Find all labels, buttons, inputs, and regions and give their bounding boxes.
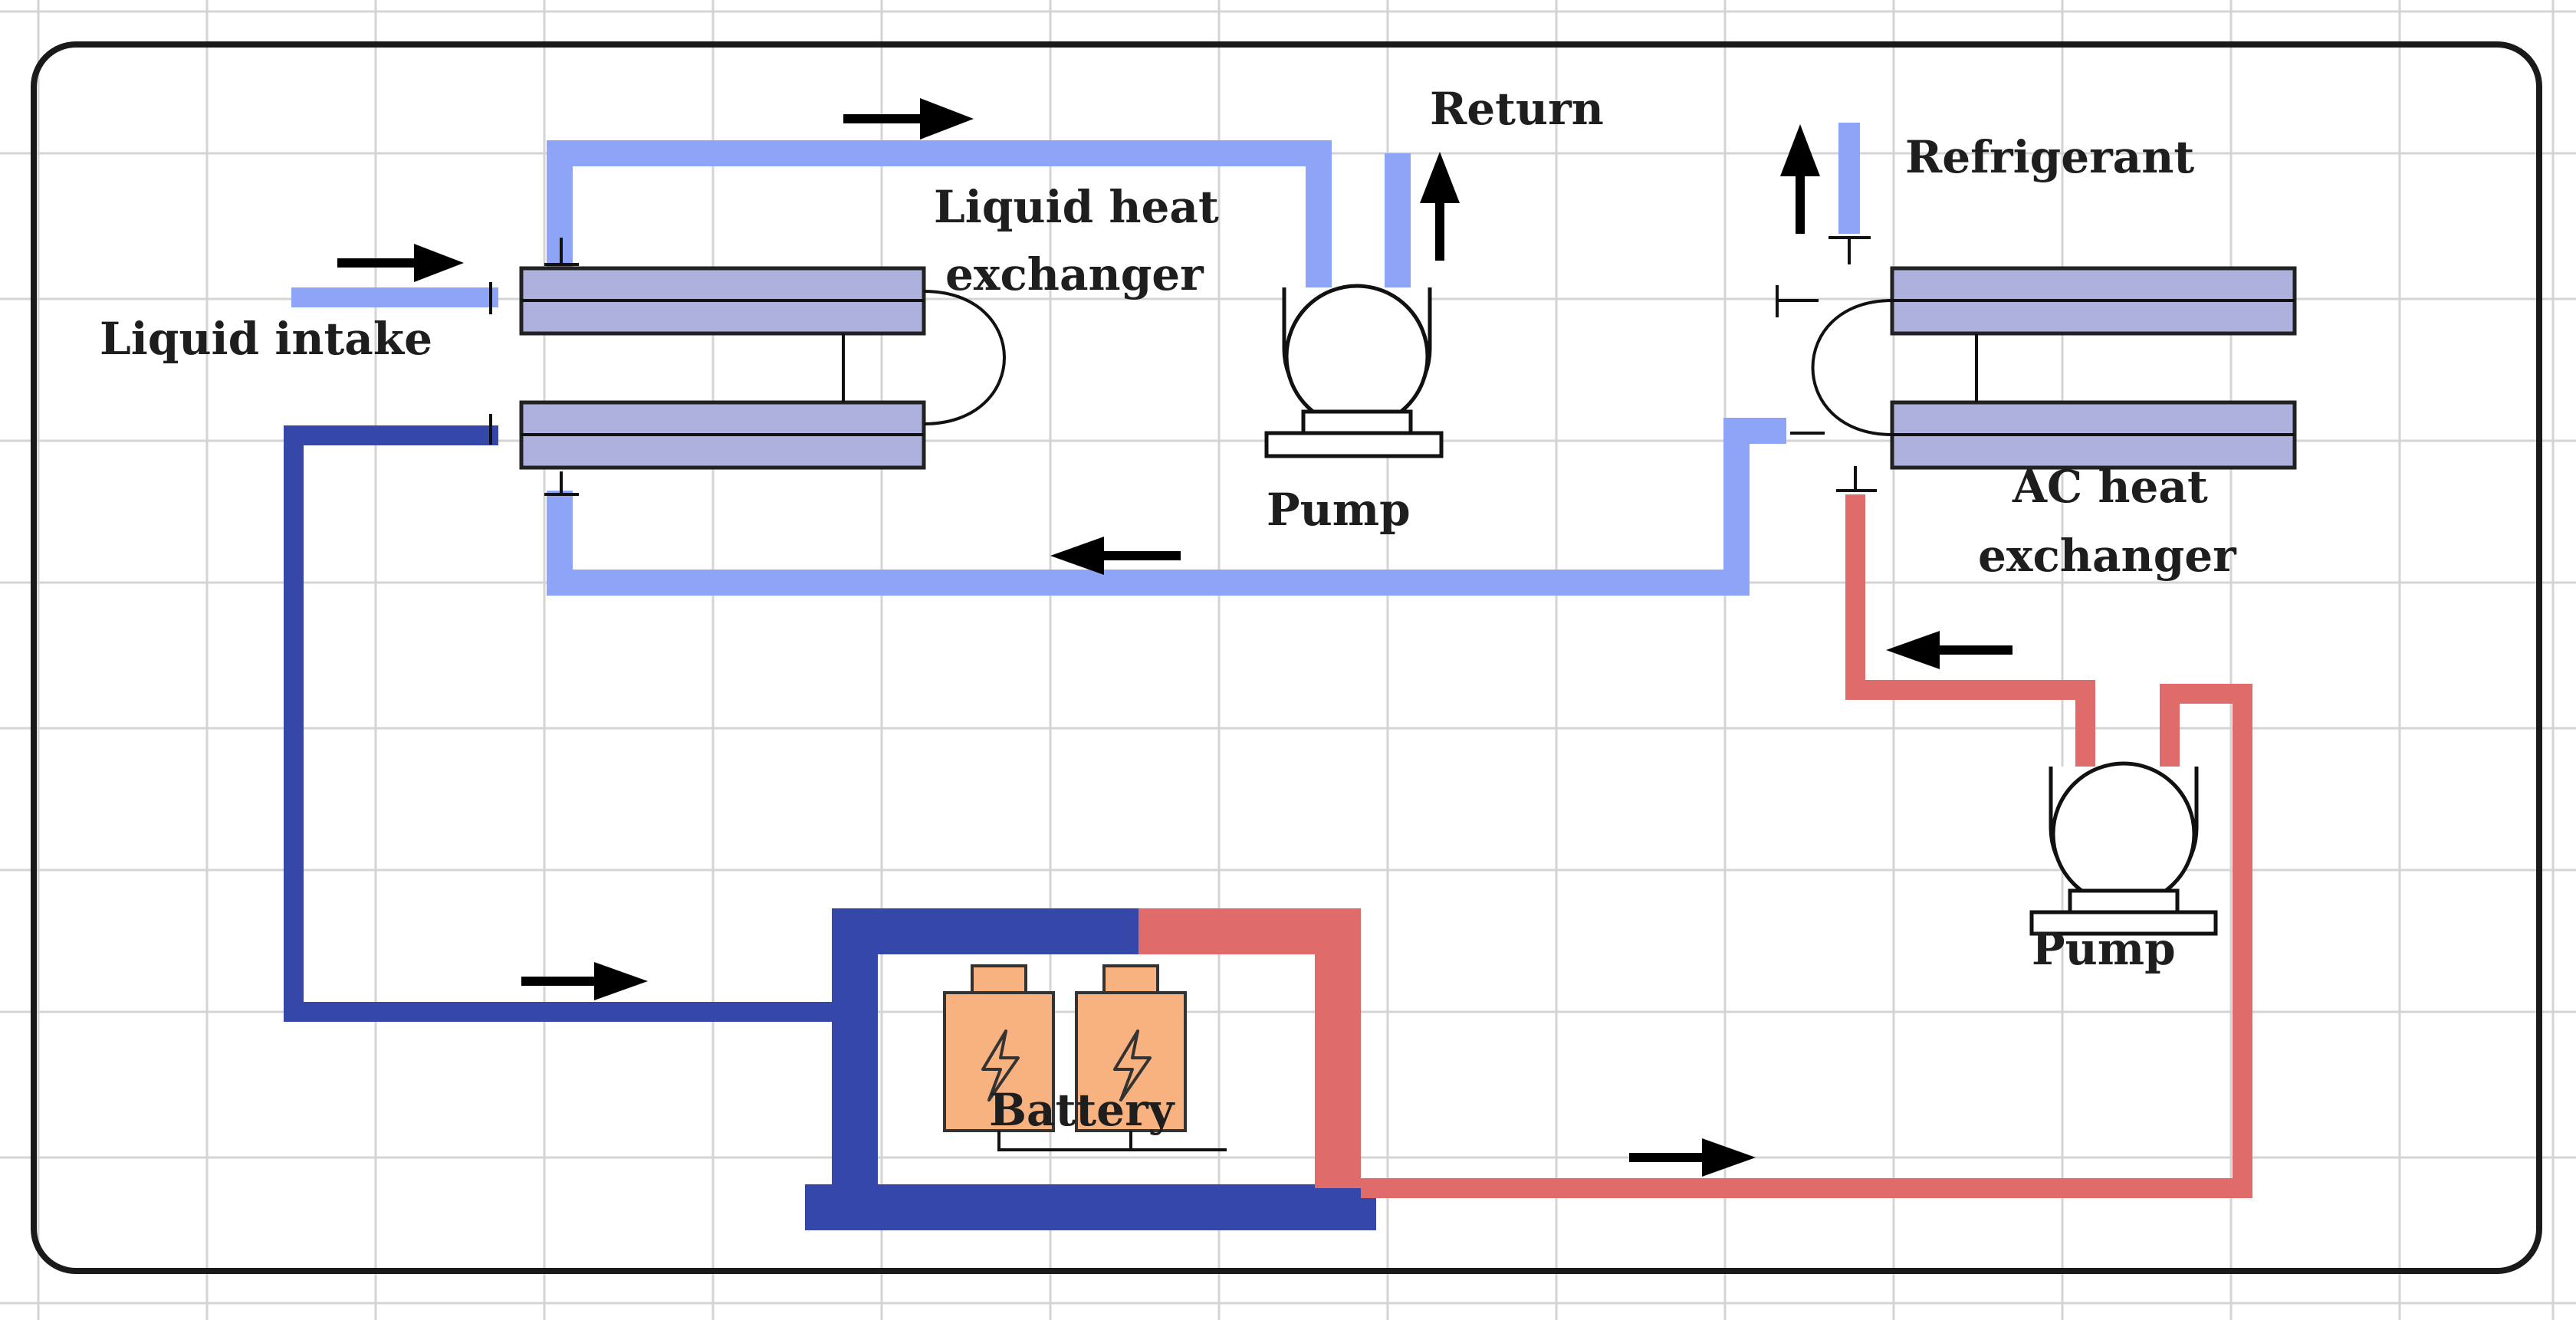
red-supply-pipe: [1845, 494, 2095, 774]
refrigerant-label: Refrigerant: [1905, 131, 2194, 183]
light-blue-loop: [291, 123, 1860, 596]
ac-heat-exchanger: [1776, 236, 2297, 492]
arrow-icon: [843, 98, 974, 140]
liquid-intake-label: Liquid intake: [100, 313, 432, 365]
pump-top: [1264, 284, 1444, 458]
arrow-icon: [1886, 631, 2013, 669]
pump-right-label: Pump: [2032, 923, 2176, 975]
arrow-icon: [1780, 124, 1820, 234]
return-label: Return: [1430, 83, 1604, 135]
flow-arrows: [337, 98, 2013, 1177]
lower-return-pipe: [547, 418, 1786, 596]
battery-housing-base: [805, 1184, 1376, 1230]
ac-hx-u-bend: [1811, 299, 1893, 436]
red-return-pipe: [1361, 684, 2252, 1198]
arrow-icon: [1420, 152, 1460, 261]
return-loop-pipe: [547, 140, 1332, 295]
battery-housing-right: [1138, 908, 1361, 1188]
ac-heat-exchanger-label-2: exchanger: [1978, 530, 2237, 582]
pump-top-label: Pump: [1267, 484, 1411, 536]
battery-housing-left: [832, 908, 1138, 1192]
labels: Return Refrigerant Liquid heat exchanger…: [100, 83, 2237, 1136]
battery-cell-1: [943, 964, 1055, 1132]
dark-blue-pipe: [284, 425, 836, 1022]
arrow-icon: [521, 962, 648, 1000]
liquid-heat-exchanger-label-2: exchanger: [945, 248, 1204, 300]
lightning-bolt-icon: [981, 1029, 1020, 1102]
liquid-heat-exchanger: [489, 238, 1006, 496]
ac-heat-exchanger-label-1: AC heat: [2012, 461, 2208, 513]
arrow-icon: [1050, 537, 1181, 575]
arrow-icon: [337, 244, 464, 282]
liquid-hx-u-bend: [923, 290, 1006, 425]
pump-icon: [1284, 284, 1430, 429]
lightning-bolt-icon: [1113, 1029, 1152, 1102]
dark-blue-loop: [284, 425, 1376, 1230]
liquid-heat-exchanger-label-1: Liquid heat: [934, 181, 1219, 233]
diagram-frame: [31, 41, 2542, 1274]
pump-right: [2029, 761, 2218, 936]
battery-pack: [943, 964, 1227, 1151]
pump-icon: [2051, 761, 2196, 907]
battery-label: Battery: [989, 1084, 1176, 1136]
arrow-icon: [1629, 1138, 1756, 1177]
red-loop: [1138, 494, 2252, 1198]
battery-wiring: [997, 1131, 1132, 1151]
